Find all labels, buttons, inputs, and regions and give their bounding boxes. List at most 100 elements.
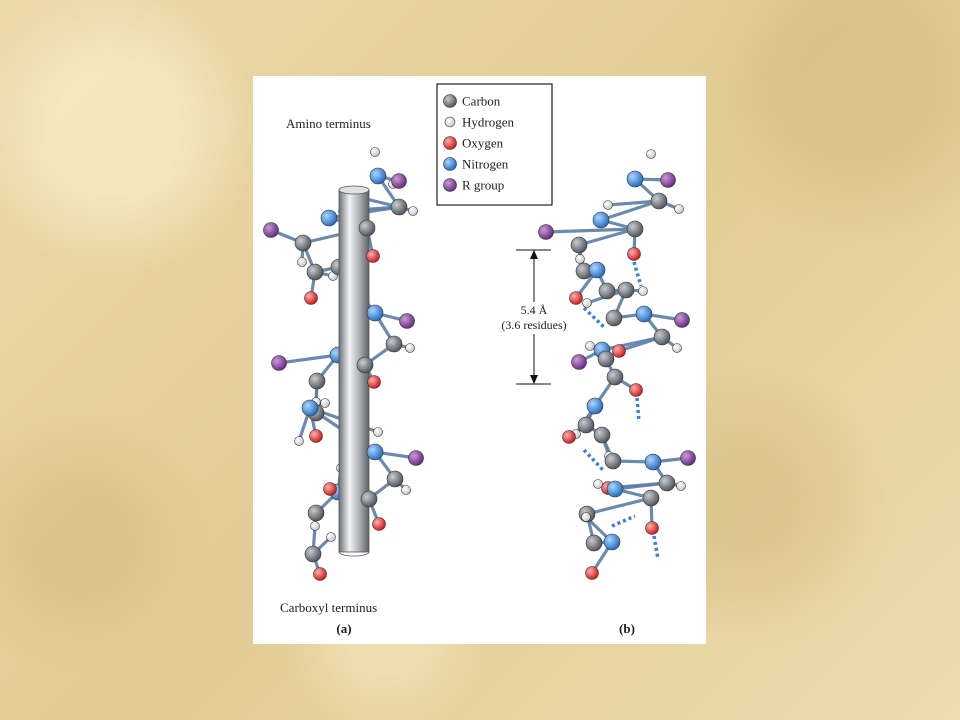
carbon-atom — [360, 490, 378, 508]
carbon-atom — [585, 534, 603, 552]
carbon-atom — [606, 368, 624, 386]
hydrogen-bond — [652, 535, 660, 560]
oxygen-atom — [313, 567, 327, 581]
r-group-atom — [263, 222, 279, 238]
carboxyl-terminus-label: Carboxyl terminus — [280, 600, 377, 615]
oxygen-atom — [645, 521, 659, 535]
nitrogen-atom — [366, 443, 384, 461]
hydrogen-atom — [676, 481, 686, 491]
carbon-atom — [307, 504, 325, 522]
legend-nitrogen-swatch — [443, 157, 457, 171]
carbon-atom — [617, 281, 635, 299]
carbon-atom — [605, 309, 623, 327]
hydrogen-atom — [405, 343, 415, 353]
hydrogen-bonds — [582, 261, 660, 560]
hydrogen-atom — [326, 532, 336, 542]
covalent-bond — [544, 227, 637, 234]
hydrogen-atom — [320, 398, 330, 408]
legend-r-group-swatch — [443, 178, 457, 192]
nitrogen-atom — [301, 399, 319, 417]
covalent-bond — [606, 199, 661, 207]
hydrogen-atom — [646, 149, 656, 159]
hydrogen-atom — [310, 521, 320, 531]
carbon-atom — [570, 236, 588, 254]
legend-label: R group — [462, 178, 504, 193]
oxygen-atom — [323, 482, 337, 496]
r-group-atom — [660, 172, 676, 188]
legend-label: Nitrogen — [462, 157, 509, 172]
hydrogen-atom — [370, 147, 380, 157]
oxygen-atom — [304, 291, 318, 305]
r-group-atom — [538, 224, 554, 240]
carbon-atom — [386, 470, 404, 488]
hydrogen-atom — [603, 200, 613, 210]
covalent-bond — [577, 227, 637, 247]
hydrogen-atom — [581, 512, 591, 522]
r-group-atom — [391, 173, 407, 189]
r-group-atom — [571, 354, 587, 370]
pitch-value-label: 5.4 Å — [521, 303, 548, 317]
hydrogen-bond — [635, 397, 641, 423]
legend-label: Carbon — [462, 94, 501, 109]
carbon-atom — [294, 234, 312, 252]
carbon-atom — [642, 489, 660, 507]
nitrogen-atom — [366, 304, 384, 322]
covalent-bond — [599, 199, 661, 222]
carbon-atom — [604, 452, 622, 470]
nitrogen-atom — [644, 453, 662, 471]
carbon-atom — [385, 335, 403, 353]
panel-b-label: (b) — [619, 621, 635, 636]
legend-label: Hydrogen — [462, 115, 514, 130]
legend-label: Oxygen — [462, 136, 504, 151]
nitrogen-atom — [603, 533, 621, 551]
carbon-atom — [358, 219, 376, 237]
nitrogen-atom — [592, 211, 610, 229]
oxygen-atom — [569, 291, 583, 305]
hydrogen-bond — [611, 514, 636, 528]
oxygen-atom — [629, 383, 643, 397]
hydrogen-atom — [294, 436, 304, 446]
r-group-atom — [399, 313, 415, 329]
legend-oxygen-swatch — [443, 136, 457, 150]
hydrogen-atom — [582, 298, 592, 308]
hydrogen-atom — [593, 479, 603, 489]
carbon-atom — [658, 474, 676, 492]
nitrogen-atom — [369, 167, 387, 185]
oxygen-atom — [366, 249, 380, 263]
hydrogen-atom — [373, 427, 383, 437]
helix-a-front-atoms — [356, 147, 424, 531]
r-group-atom — [271, 355, 287, 371]
nitrogen-atom — [586, 397, 604, 415]
covalent-bond — [613, 481, 669, 491]
carbon-atom — [626, 220, 644, 238]
hydrogen-atom — [401, 485, 411, 495]
oxygen-atom — [372, 517, 386, 531]
hydrogen-atom — [408, 206, 418, 216]
covalent-bond — [600, 335, 664, 352]
carbon-atom — [306, 263, 324, 281]
legend-hydrogen-swatch — [444, 116, 456, 128]
carbon-atom — [356, 356, 374, 374]
oxygen-atom — [627, 247, 641, 261]
oxygen-atom — [612, 344, 626, 358]
hydrogen-atom — [585, 341, 595, 351]
hydrogen-bond — [632, 261, 643, 287]
hydrogen-atom — [672, 343, 682, 353]
carbon-atom — [650, 192, 668, 210]
nitrogen-atom — [588, 261, 606, 279]
covalent-bond — [277, 353, 340, 365]
carbon-atom — [390, 198, 408, 216]
oxygen-atom — [562, 430, 576, 444]
carbon-atom — [593, 426, 611, 444]
helix-b-atoms — [538, 149, 696, 580]
pitch-residues-label: (3.6 residues) — [501, 318, 566, 332]
legend-carbon-swatch — [443, 94, 457, 108]
hydrogen-atom — [638, 286, 648, 296]
carbon-atom — [598, 282, 616, 300]
oxygen-atom — [367, 375, 381, 389]
hydrogen-atom — [575, 254, 585, 264]
pitch-marker — [516, 249, 551, 385]
figure-panel: 5.4 Å (3.6 residues) Amino terminus Carb… — [253, 76, 706, 644]
nitrogen-atom — [320, 209, 338, 227]
